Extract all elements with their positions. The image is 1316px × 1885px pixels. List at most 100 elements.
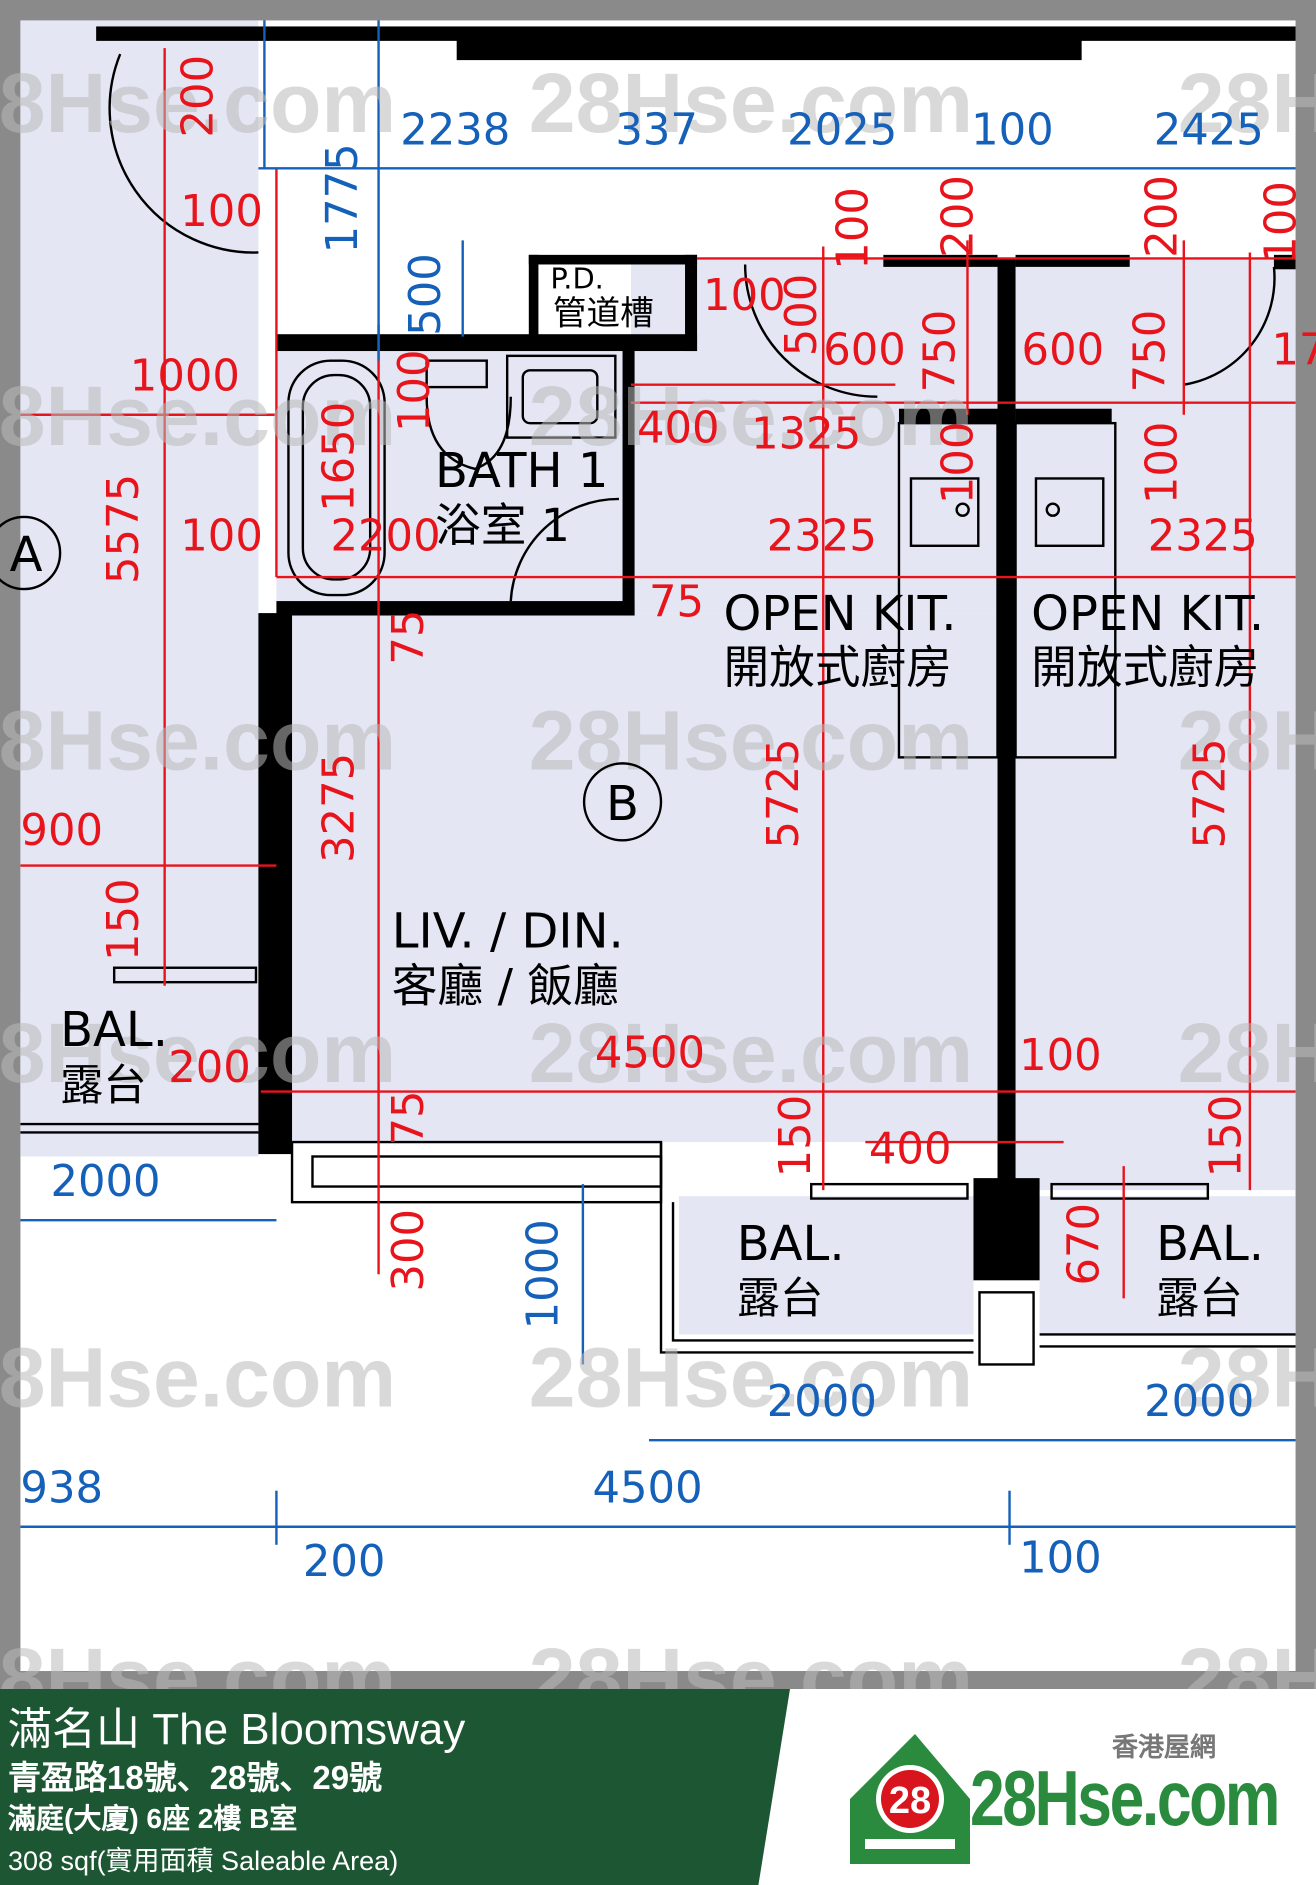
red-dimension-label: 200	[1138, 175, 1188, 258]
blue-dimension-label: 4500	[593, 1464, 703, 1514]
red-dimension-label: 5725	[759, 738, 809, 848]
blue-dimension-label: 938	[20, 1464, 103, 1514]
watermark: 28Hse.com	[1178, 1006, 1316, 1100]
blue-dimension-label: 2000	[1144, 1377, 1254, 1427]
watermark: 28Hse.com	[0, 369, 396, 463]
blue-dimension-label: 2425	[1154, 105, 1264, 155]
red-dimension-label: 100	[180, 512, 263, 562]
balcony-label-en-3: BAL.	[1156, 1216, 1264, 1272]
watermark: 28Hse.com	[529, 369, 973, 463]
red-dimension-label: 600	[823, 325, 906, 375]
red-dimension-label: 670	[1059, 1203, 1109, 1286]
bath-label-en: BATH 1	[435, 443, 608, 499]
pd-label-en: P.D.	[550, 262, 603, 296]
red-dimension-lines	[20, 48, 1296, 1299]
red-dimension-label: 100	[180, 187, 263, 237]
blue-dimension-label: 500	[401, 253, 451, 336]
red-dimension-label: 2325	[767, 512, 877, 562]
living-label-en: LIV. / DIN.	[392, 903, 624, 959]
watermark: 28Hse.com	[0, 693, 396, 787]
red-dimension-label: 750	[915, 310, 965, 393]
red-dimension-label: 200	[933, 175, 983, 258]
blue-dimension-label: 100	[971, 105, 1054, 155]
red-dimension-label: 75	[384, 610, 434, 665]
red-dimension-label: 5725	[1186, 738, 1236, 848]
red-dimension-label: 400	[869, 1125, 952, 1175]
red-dimension-label: 3275	[314, 753, 364, 863]
property-area: 308 sqf(實用面積 Saleable Area)	[8, 1846, 399, 1876]
red-dimension-label: 900	[20, 806, 103, 856]
watermark: 28Hse.com	[529, 1331, 973, 1425]
blue-dimension-label: 2000	[50, 1157, 160, 1207]
blue-dimension-label: 1775	[318, 143, 368, 253]
red-dimension-label: 100	[1138, 422, 1188, 505]
watermark: 28Hse.com	[529, 1006, 973, 1100]
fixtures	[20, 53, 1296, 1366]
blue-dimension-label: 337	[615, 105, 698, 155]
watermark: 28Hse.com	[1178, 56, 1316, 150]
watermark: 28Hse.com	[1178, 693, 1316, 787]
logo-chinese-name: 香港屋網	[1112, 1733, 1217, 1763]
red-dimension-label: 500	[777, 274, 827, 357]
red-dimension-label: 750	[1126, 310, 1176, 393]
red-dimension-label: 300	[384, 1209, 434, 1292]
walls	[96, 26, 1296, 1281]
watermark: 28Hse.com	[0, 56, 396, 150]
property-address: 青盈路18號、28號、29號	[8, 1759, 383, 1796]
red-dimension-label: 200	[174, 55, 224, 138]
watermark: 28Hse.com	[0, 1006, 396, 1100]
red-dimension-label: 100	[390, 349, 440, 432]
watermark: 28Hse.com	[529, 56, 973, 150]
red-dimension-label: 150	[1201, 1095, 1251, 1178]
footer-info-panel	[0, 1689, 790, 1885]
pd-label-cn: 管道槽	[553, 294, 654, 333]
footer: 滿名山 The Bloomsway 青盈路18號、28號、29號 滿庭(大廈) …	[0, 1689, 1316, 1885]
red-dimension-label: 75	[384, 1090, 434, 1145]
red-dimension-label: 5575	[99, 474, 149, 584]
balcony-label-cn-1: 露台	[60, 1061, 147, 1111]
logo-badge: 28	[889, 1780, 931, 1822]
blue-dimension-label: 2025	[787, 105, 897, 155]
unit-markers	[0, 515, 663, 842]
property-title: 滿名山 The Bloomsway	[8, 1705, 466, 1754]
red-dimension-label: 4500	[595, 1029, 705, 1079]
blue-dimension-label: 2238	[400, 105, 510, 155]
kitchen-label-en: OPEN KIT.	[723, 586, 956, 642]
red-dimension-label: 400	[637, 403, 720, 453]
unit-marker-b: B	[606, 776, 639, 832]
red-dimension-label: 100	[1257, 181, 1307, 264]
blue-dimension-label: 100	[1019, 1533, 1102, 1583]
bath-label-cn: 浴室 1	[435, 499, 570, 552]
logo-text: 28Hse.com	[970, 1754, 1280, 1842]
red-dimension-label: 200	[168, 1043, 251, 1093]
balcony-label-en-1: BAL.	[60, 1002, 168, 1058]
watermark: 28Hse.com	[529, 693, 973, 787]
kitchen-label-cn-2: 開放式廚房	[1031, 641, 1259, 694]
balcony-label-en-2: BAL.	[737, 1216, 845, 1272]
red-dimension-label: 100	[703, 271, 786, 321]
red-dimension-label: 75	[649, 578, 704, 628]
red-dimension-label: 1325	[751, 409, 861, 459]
kitchen-label-cn: 開放式廚房	[723, 641, 951, 694]
property-unit: 滿庭(大廈) 6座 2樓 B室	[8, 1803, 298, 1834]
watermark: 28Hse.com	[0, 1331, 396, 1425]
balcony-label-cn-3: 露台	[1156, 1274, 1243, 1324]
red-dimension-label: 2200	[331, 512, 441, 562]
kitchen-label-en-2: OPEN KIT.	[1031, 586, 1264, 642]
watermark: 28Hse.com	[1178, 1331, 1316, 1425]
unit-marker-a: A	[10, 527, 43, 583]
blue-dimension-label: 200	[303, 1537, 386, 1587]
red-dimension-label: 100	[829, 187, 879, 270]
blue-dimension-label: 2000	[767, 1377, 877, 1427]
room-labels: P.D. 管道槽 BATH 1 浴室 1 OPEN KIT. 開放式廚房 OPE…	[60, 262, 1264, 1324]
red-dimension-label: 1000	[130, 352, 240, 402]
red-dimension-label: 600	[1022, 325, 1105, 375]
red-dimension-label: 1650	[314, 402, 364, 512]
red-dimension-label: 100	[933, 422, 983, 505]
blue-dimension-label: 1000	[519, 1219, 569, 1329]
living-label-cn: 客廳 / 飯廳	[392, 959, 619, 1012]
blue-dimension-lines	[20, 20, 1296, 1545]
logo-house-icon: 28	[850, 1734, 970, 1864]
